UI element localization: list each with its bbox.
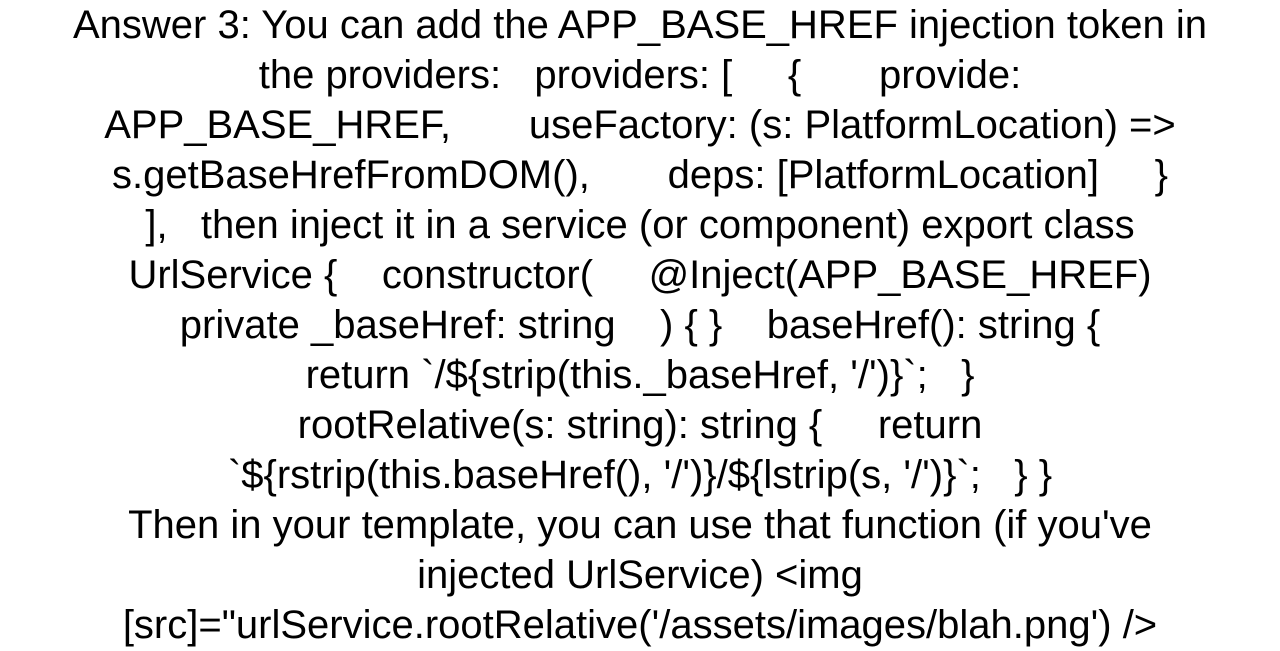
answer-text-line: Then in your template, you can use that …	[128, 503, 1152, 547]
answer-text-line: private _baseHref: string ) { } baseHref…	[179, 303, 1101, 347]
answer-text-line: rootRelative(s: string): string { return	[297, 403, 983, 447]
answer-text-line: APP_BASE_HREF, useFactory: (s: PlatformL…	[104, 103, 1176, 147]
answer-text-line: injected UrlService) <img	[417, 553, 863, 597]
answer-text-line: return `/${strip(this._baseHref, '/')}`;…	[305, 353, 975, 397]
answer-text-line: ], then inject it in a service (or compo…	[145, 203, 1135, 247]
answer-text-line: [src]="urlService.rootRelative('/assets/…	[122, 603, 1158, 647]
answer-text-line: UrlService { constructor( @Inject(APP_BA…	[128, 253, 1152, 297]
answer-text-line: Answer 3: You can add the APP_BASE_HREF …	[72, 3, 1208, 47]
answer-text-line: `${rstrip(this.baseHref(), '/')}/${lstri…	[227, 453, 1053, 497]
answer-text-line: s.getBaseHrefFromDOM(), deps: [PlatformL…	[112, 153, 1168, 197]
answer-text-line: the providers: providers: [ { provide:	[258, 53, 1022, 97]
